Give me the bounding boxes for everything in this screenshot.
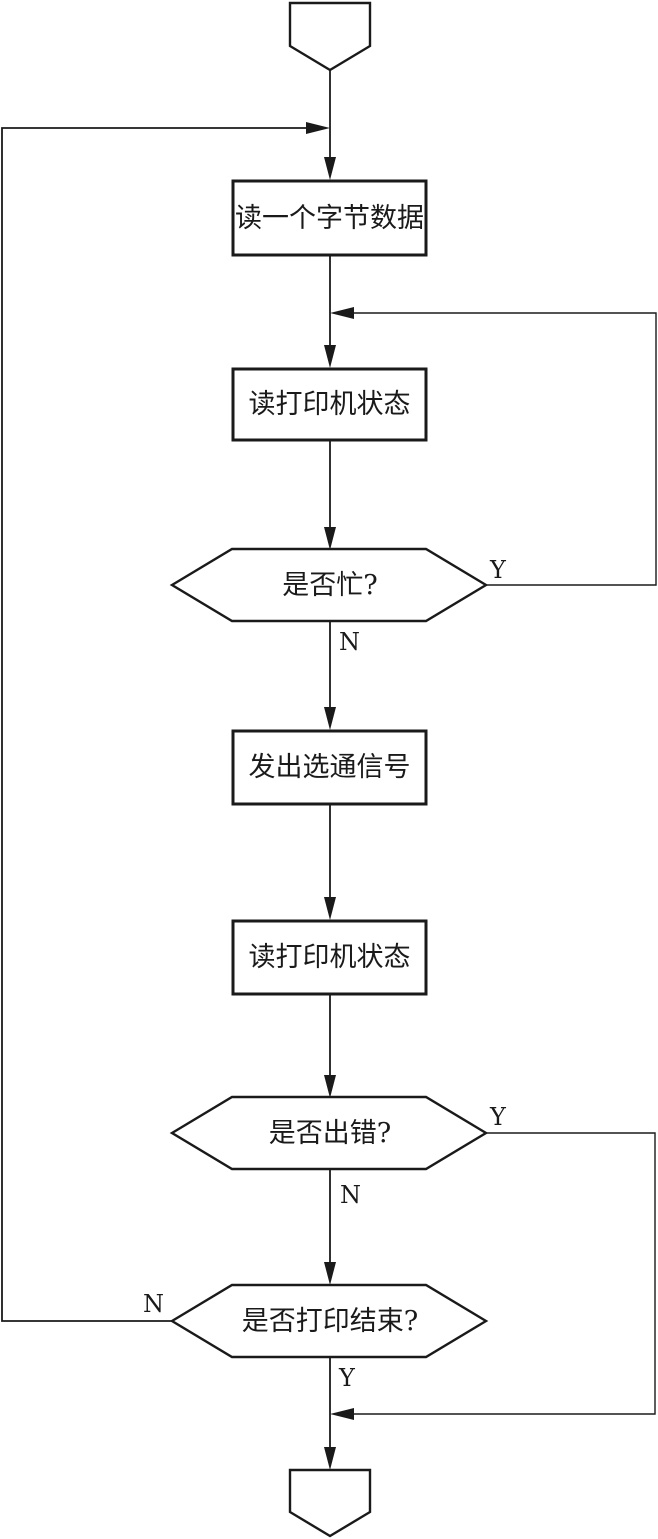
loop-busy-yes	[338, 312, 657, 586]
process-read-byte-label: 读一个字节数据	[235, 203, 424, 234]
arrowhead-into-read-byte	[324, 157, 336, 180]
start-terminal	[288, 1, 372, 72]
decision-error-label: 是否出错?	[269, 1118, 391, 1149]
decision-end-label: 是否打印结束?	[242, 1306, 418, 1337]
process-send-strobe	[231, 729, 428, 806]
edge-label-end-no: N	[143, 1290, 164, 1318]
process-read-status-2-label: 读打印机状态	[249, 942, 411, 973]
process-read-status-1	[231, 367, 428, 442]
end-terminal	[288, 1468, 372, 1538]
process-read-status-1-label: 读打印机状态	[249, 389, 411, 420]
process-send-strobe-label: 发出选通信号	[249, 752, 411, 783]
arrowhead-into-error-check	[324, 1075, 336, 1098]
edge-label-busy-yes: Y	[489, 556, 507, 584]
process-read-byte	[231, 179, 428, 257]
decision-end	[169, 1283, 489, 1359]
process-read-status-2	[231, 919, 428, 996]
loop-end-no-to-start	[1, 127, 322, 1322]
edge-label-error-no: N	[340, 1181, 361, 1209]
arrowhead-into-busy-check	[324, 527, 336, 550]
edge-label-error-yes: Y	[489, 1103, 507, 1131]
arrowhead-into-read-status-2	[324, 897, 336, 920]
arrowhead-into-read-status-1	[324, 345, 336, 368]
arrowhead-loop-merge-top	[306, 122, 330, 134]
edge-label-busy-no: N	[339, 628, 360, 656]
arrowhead-into-end-check	[324, 1262, 336, 1285]
decision-busy-label: 是否忙?	[282, 570, 377, 601]
path-error-yes-to-end	[338, 1132, 656, 1415]
arrowhead-into-end-terminal	[324, 1447, 336, 1470]
edge-label-end-yes: Y	[338, 1364, 356, 1392]
arrowhead-error-merge	[330, 1408, 354, 1420]
arrowhead-busy-merge	[330, 307, 354, 319]
arrowhead-into-send-strobe	[324, 707, 336, 730]
decision-busy	[169, 547, 489, 623]
